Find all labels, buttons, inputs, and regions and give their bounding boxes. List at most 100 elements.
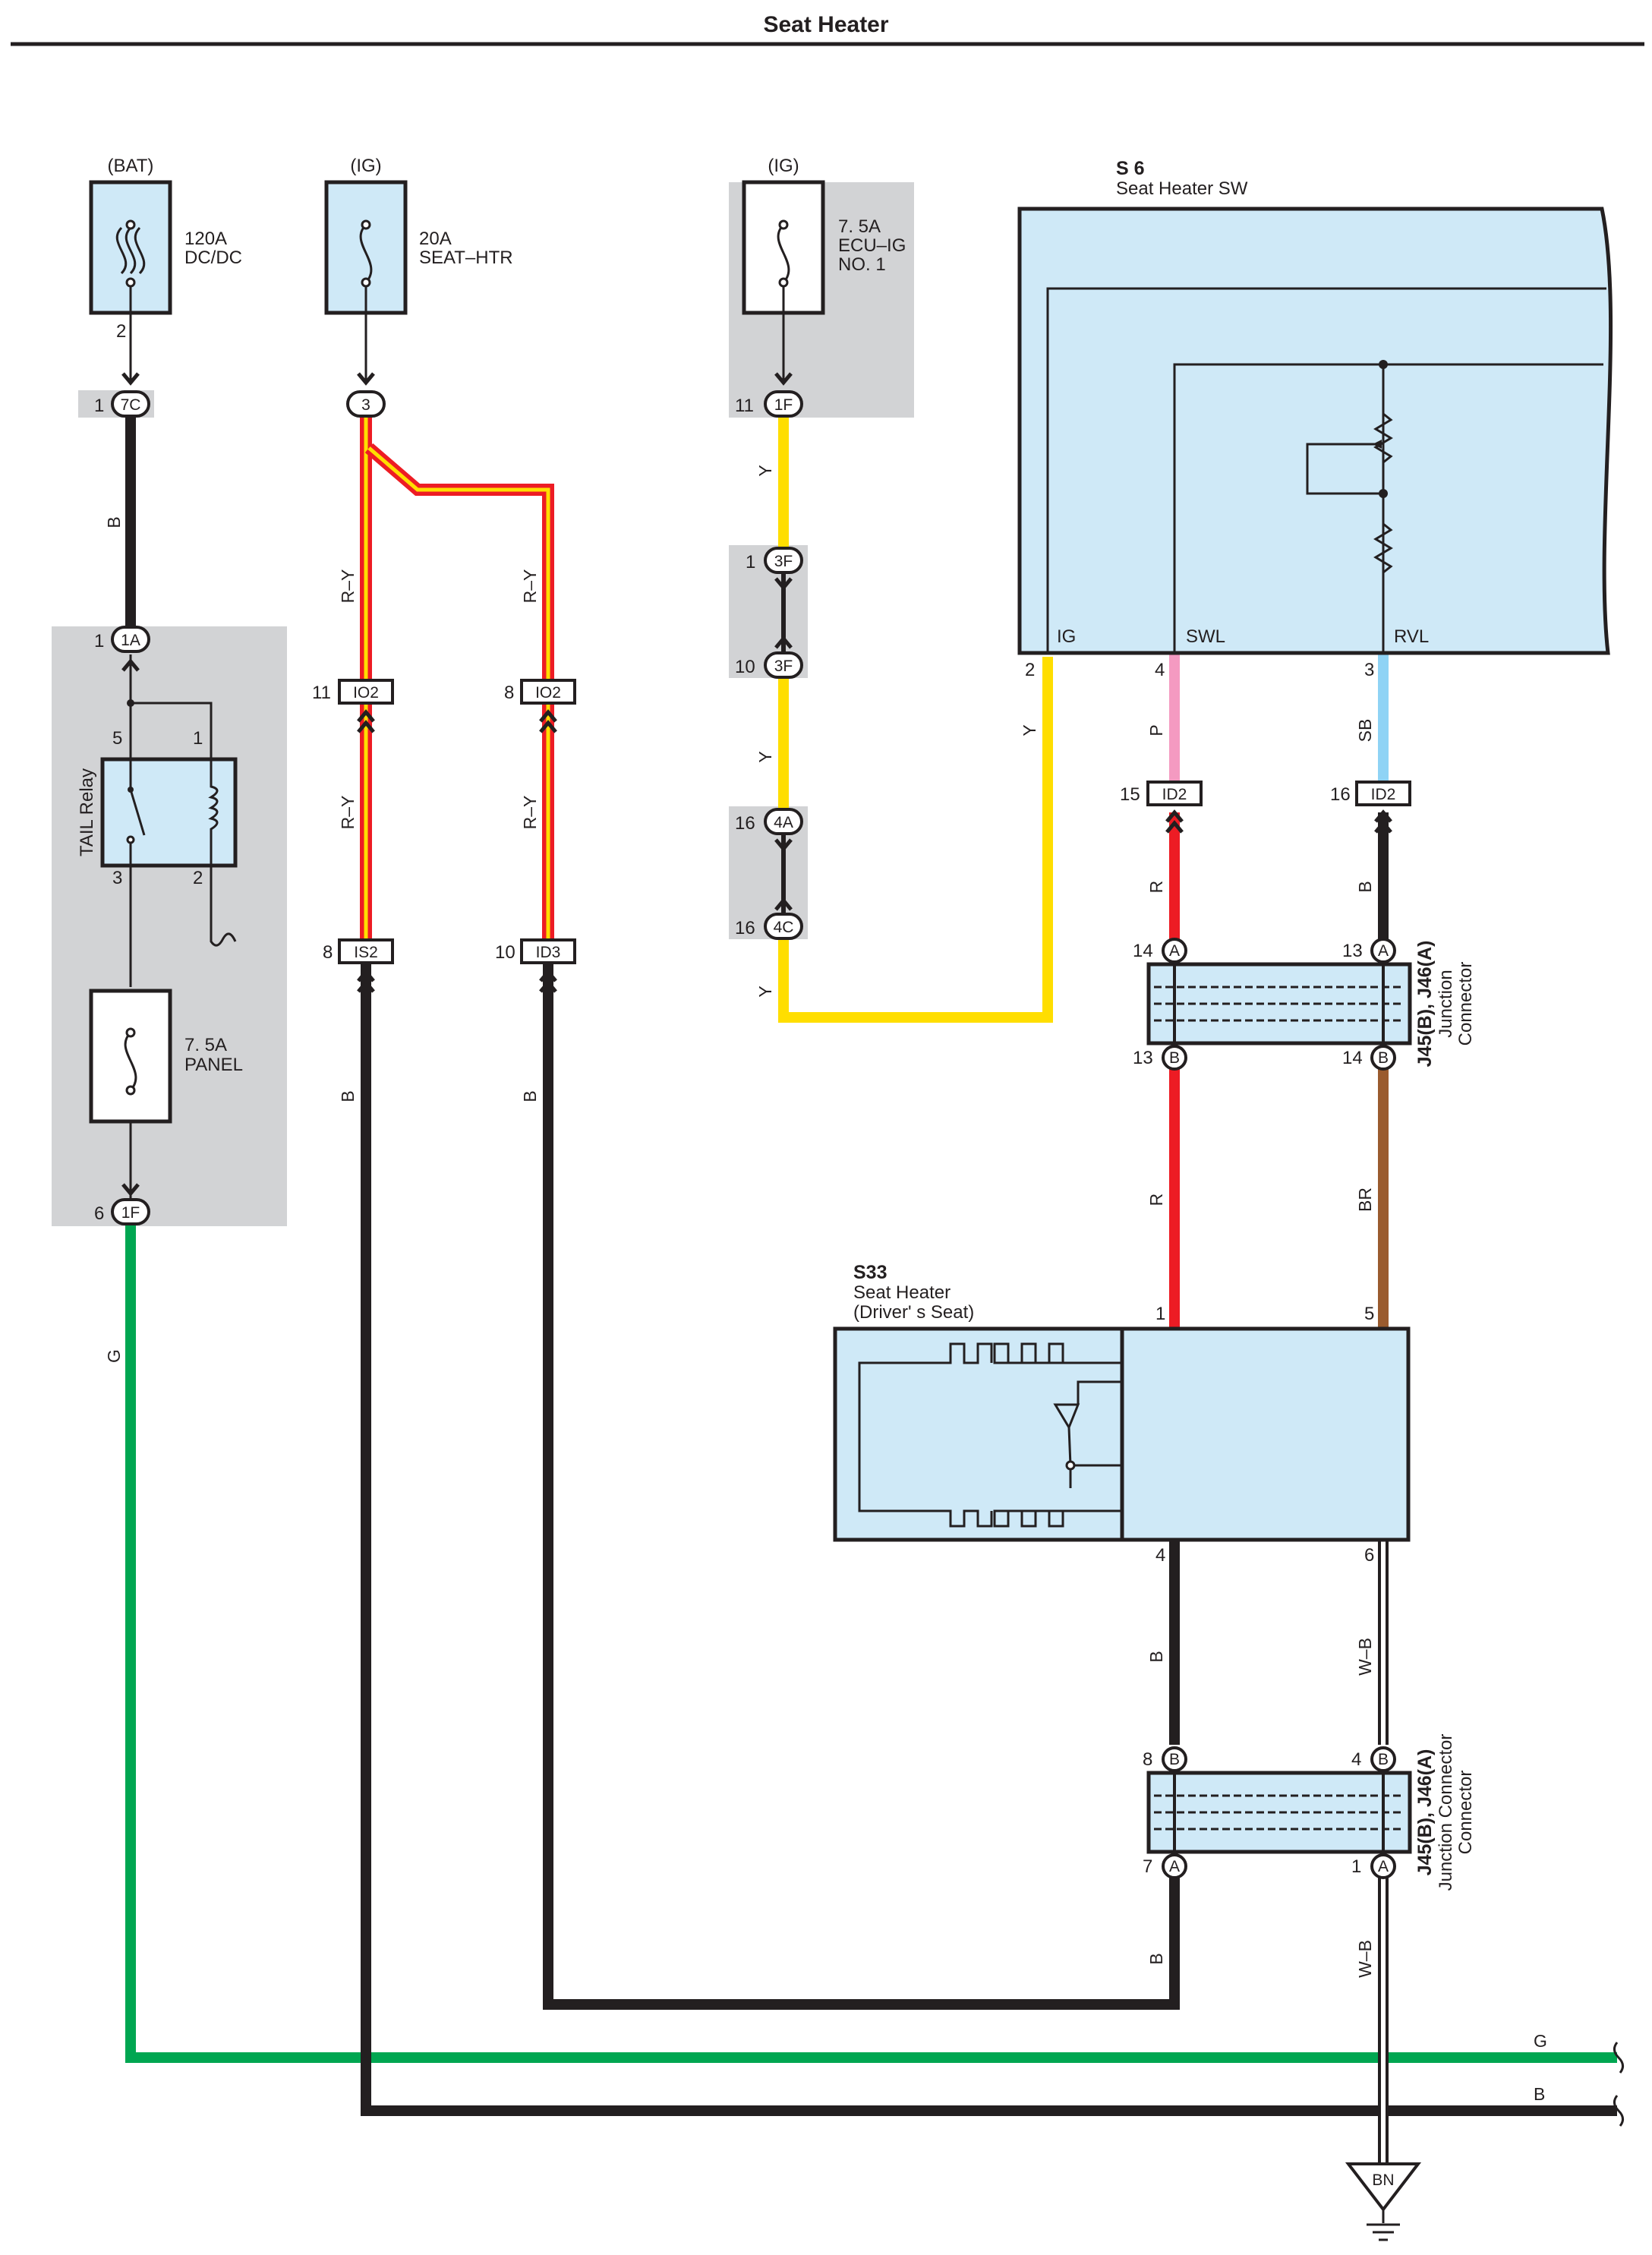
fuse-seat-htr-name: SEAT–HTR [419, 248, 513, 268]
s6-term-4: 4 [1155, 660, 1165, 680]
jc-top-name1: Junction [1436, 970, 1456, 1037]
conn-id2-right-label: ID2 [1371, 786, 1396, 803]
conn-id3-pin: 10 [495, 942, 515, 963]
jc-top-pin-13b: 13 [1133, 1048, 1153, 1068]
conn-1f-ecu-pin: 11 [735, 396, 754, 416]
wl-g: G [104, 1349, 124, 1363]
jc-bottom-pin-a-left-label: A [1169, 1858, 1180, 1875]
fuse-seat-htr-amp: 20A [419, 229, 452, 249]
conn-3f-top-label: 3F [774, 553, 793, 570]
relay-pin-2: 2 [193, 868, 203, 888]
conn-1a [111, 626, 150, 653]
conn-1a-label: 1A [121, 632, 140, 649]
jc-bottom-name2: Connector [1455, 1771, 1476, 1855]
conn-3f-top [764, 547, 803, 574]
s6-name: Seat Heater SW [1116, 178, 1248, 199]
conn-3f-top-pin: 1 [746, 552, 755, 572]
wl-b-upper: B [1355, 881, 1375, 892]
jc-bottom-pin-b-left [1162, 1746, 1187, 1772]
relay-pin-1: 1 [193, 728, 203, 749]
fuse-ecu-ig-amp: 7. 5A [838, 216, 881, 237]
conn-id2-left-pin: 15 [1120, 784, 1140, 805]
fuse-panel-name: PANEL [184, 1055, 243, 1075]
conn-is2-label: IS2 [354, 944, 378, 961]
fuse-dcdc-amp: 120A [184, 229, 227, 249]
wl-ry-2: R–Y [520, 569, 540, 604]
conn-4c-label: 4C [774, 919, 794, 936]
conn-id2-right [1355, 781, 1411, 806]
s33-term-6: 6 [1364, 1545, 1374, 1566]
conn-7c-pin: 1 [94, 396, 104, 416]
conn-1a-pin: 1 [94, 631, 104, 651]
jc-top-pin-a-right-label: A [1378, 942, 1389, 960]
tail-relay [100, 699, 238, 868]
wl-p: P [1146, 724, 1166, 736]
jc-top-pin-a-left [1162, 938, 1187, 964]
fuse-ecu-ig [742, 180, 825, 383]
wl-r-2: R [1146, 1194, 1166, 1206]
ground-label: BN [1372, 2171, 1394, 2189]
jc-top-pin-b-left [1162, 1045, 1187, 1071]
wl-wb-2: W–B [1355, 1940, 1375, 1978]
jc-bottom-pin-4: 4 [1351, 1749, 1361, 1770]
conn-io2-right-label: IO2 [535, 684, 561, 702]
wl-y-4: Y [1020, 724, 1039, 736]
wl-b-is2: B [338, 1090, 358, 1102]
jc-bottom-pin-a-right [1370, 1853, 1396, 1879]
junction-connector-top [1146, 962, 1412, 1046]
conn-1f-panel-label: 1F [121, 1204, 140, 1222]
tail-relay-label: TAIL Relay [77, 768, 97, 856]
source-bat: (BAT) [108, 156, 154, 176]
jc-top-pin-a-left-label: A [1169, 942, 1180, 960]
conn-id3-label: ID3 [536, 944, 561, 961]
conn-1f-ecu-label: 1F [774, 396, 793, 414]
relay-pin-5: 5 [112, 728, 122, 749]
source-ig-1: (IG) [350, 156, 381, 176]
break-marks [1613, 2042, 1624, 2127]
s6-switch-box [1017, 207, 1613, 655]
s33-seat-heater [833, 1326, 1411, 1542]
jc-top-pin-14b: 14 [1342, 1048, 1363, 1068]
relay-pin-3: 3 [112, 868, 122, 888]
jc-top-id: J45(B), J46(A) [1414, 941, 1436, 1068]
jc-bottom-pin-b-left-label: B [1169, 1751, 1180, 1768]
jc-bottom-id: J45(B), J46(A) [1414, 1749, 1436, 1876]
s6-pin-ig: IG [1057, 626, 1076, 647]
conn-1f-panel-pin: 6 [94, 1203, 104, 1224]
wl-r-1: R [1146, 881, 1166, 894]
jc-bottom-pin-b-right-label: B [1378, 1751, 1389, 1768]
conn-id2-left-label: ID2 [1162, 786, 1187, 803]
s33-term-1: 1 [1155, 1304, 1165, 1324]
conn-3f-bottom-label: 3F [774, 658, 793, 675]
jc-top-pin-b-right [1370, 1045, 1396, 1071]
s33-name2: (Driver' s Seat) [853, 1302, 974, 1323]
junction-connector-bottom [1146, 1771, 1412, 1854]
jc-top-pin-b-left-label: B [1169, 1049, 1180, 1067]
fuse-panel-amp: 7. 5A [184, 1035, 227, 1055]
conn-3f-bottom [764, 651, 803, 679]
ground-symbol [1345, 2162, 1422, 2241]
wire-y [778, 416, 1053, 1023]
conn-3f-bottom-pin: 10 [735, 657, 755, 677]
fuse-panel [89, 989, 172, 1124]
conn-4a [764, 808, 803, 835]
fuse-ecu-ig-name2: NO. 1 [838, 254, 886, 275]
s6-term-3: 3 [1364, 660, 1374, 680]
wire-b-id3 [543, 960, 1180, 2010]
jc-top-pin-14: 14 [1133, 941, 1153, 961]
s33-term-4: 4 [1155, 1545, 1165, 1566]
conn-4c-pin: 16 [735, 918, 755, 938]
wire-ry-right [364, 443, 554, 941]
source-ig-2: (IG) [768, 156, 799, 176]
conn-io2-right [520, 679, 576, 705]
wire-b-is2 [361, 960, 1617, 2116]
jc-top-pin-a-right [1370, 938, 1396, 964]
wl-b-jc: B [1146, 1953, 1166, 1964]
conn-7c-label: 7C [121, 396, 141, 414]
wire-g [125, 1222, 1617, 2063]
s6-term-2: 2 [1025, 660, 1035, 680]
wl-b-right: B [1534, 2084, 1545, 2104]
conn-3-label: 3 [361, 396, 370, 414]
s33-id: S33 [853, 1262, 887, 1283]
jc-bottom-pin-7: 7 [1143, 1856, 1152, 1877]
